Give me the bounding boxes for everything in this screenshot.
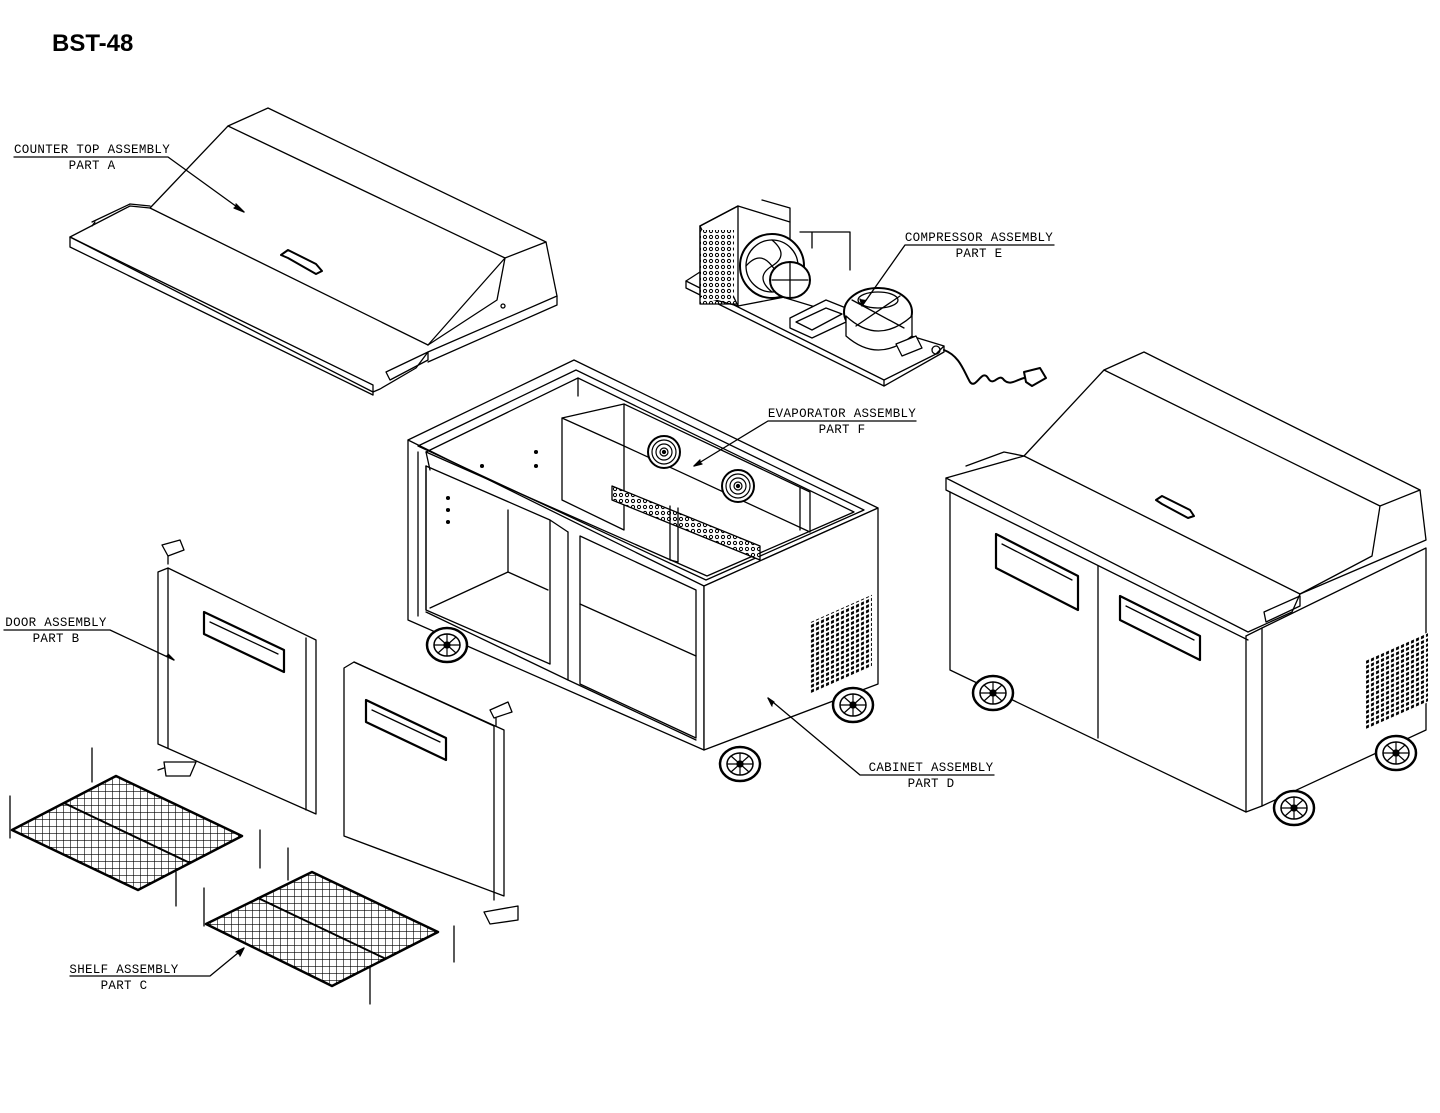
leader-compressor	[862, 245, 1054, 306]
callout-evaporator-name: EVAPORATOR ASSEMBLY	[767, 407, 917, 421]
leader-door	[4, 630, 174, 660]
callout-counter-top-name: COUNTER TOP ASSEMBLY	[14, 143, 171, 157]
cabinet-assembly	[408, 360, 878, 750]
diagram-title: BST-48	[52, 30, 134, 57]
door-assembly-left	[158, 540, 316, 814]
callout-evaporator-part: PART F	[818, 423, 866, 437]
callout-shelf-part: PART C	[100, 979, 148, 993]
callout-cabinet-name: CABINET ASSEMBLY	[868, 761, 994, 775]
callout-counter-top: COUNTER TOP ASSEMBLY PART A	[14, 142, 170, 174]
shelf-assembly-right	[204, 848, 454, 1004]
shelf-assembly-left	[10, 748, 260, 906]
evaporator-fan-left-icon	[647, 435, 681, 469]
callout-compressor: COMPRESSOR ASSEMBLY PART E	[903, 230, 1055, 262]
caster-wheel-icon	[971, 674, 1015, 712]
caster-wheel-icon	[718, 745, 762, 783]
caster-wheel-icon	[1272, 789, 1316, 827]
callout-cabinet: CABINET ASSEMBLY PART D	[866, 760, 996, 792]
callout-compressor-name: COMPRESSOR ASSEMBLY	[904, 231, 1054, 245]
door-assembly-right	[344, 662, 518, 924]
counter-top-assembly	[70, 108, 557, 395]
callout-counter-top-part: PART A	[68, 159, 116, 173]
callout-shelf-name: SHELF ASSEMBLY	[69, 963, 179, 977]
leader-shelf	[70, 948, 244, 976]
callout-door-name: DOOR ASSEMBLY	[5, 616, 107, 630]
callout-shelf: SHELF ASSEMBLY PART C	[66, 962, 182, 994]
caster-wheel-icon	[1374, 734, 1418, 772]
callout-evaporator: EVAPORATOR ASSEMBLY PART F	[766, 406, 918, 438]
leader-evaporator	[694, 421, 916, 466]
caster-wheel-icon	[425, 626, 469, 664]
evaporator-fan-right-icon	[721, 469, 755, 503]
callout-door-part: PART B	[32, 632, 80, 646]
leader-cabinet	[768, 698, 994, 775]
compressor-assembly	[686, 200, 1046, 386]
assembled-unit	[946, 352, 1428, 812]
callout-door: DOOR ASSEMBLY PART B	[2, 615, 110, 647]
callout-compressor-part: PART E	[955, 247, 1003, 261]
callout-cabinet-part: PART D	[907, 777, 955, 791]
leader-counter-top	[14, 157, 244, 212]
caster-wheel-icon	[831, 686, 875, 724]
